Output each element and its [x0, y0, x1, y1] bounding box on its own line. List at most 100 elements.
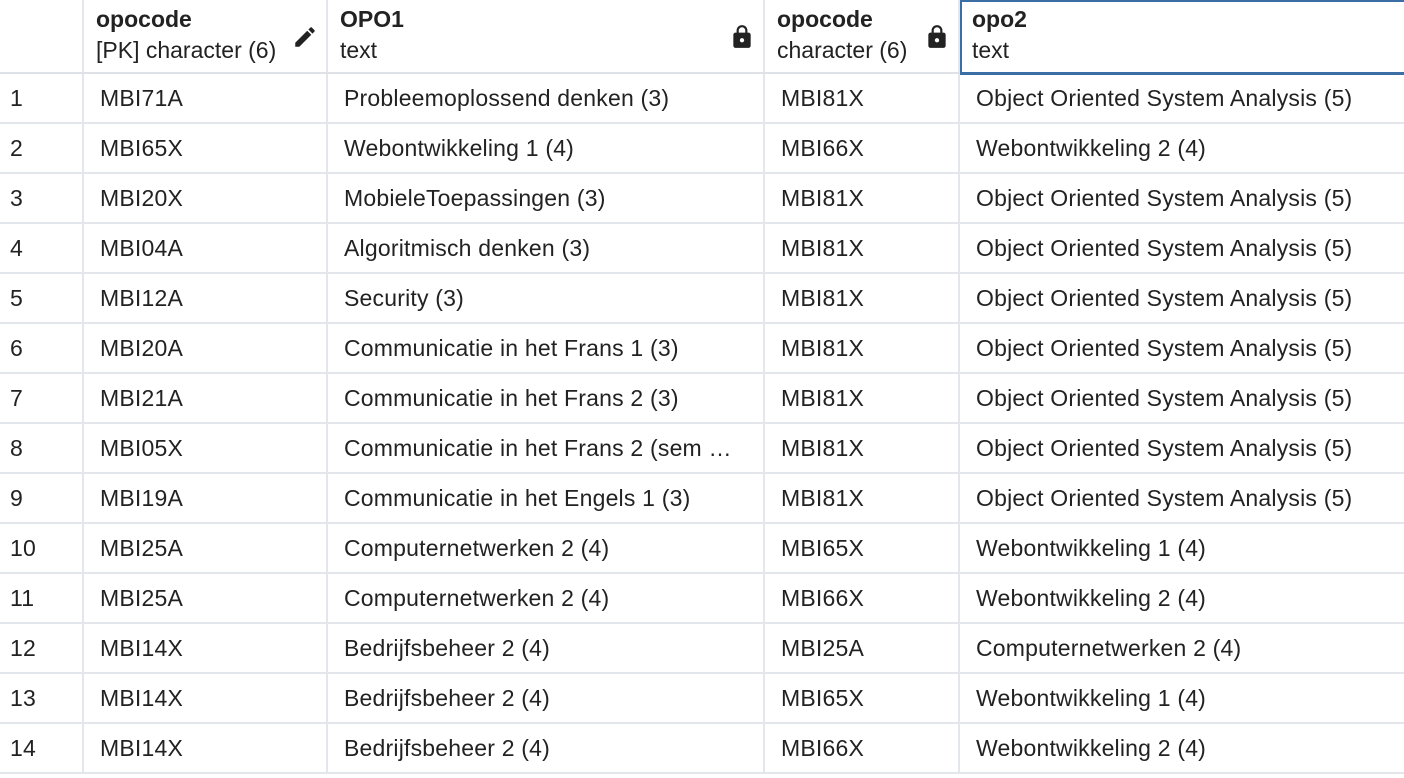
cell-opo2[interactable]: Webontwikkeling 2 (4)	[976, 135, 1207, 161]
lock-icon	[733, 25, 751, 48]
cell-opo1[interactable]: MobieleToepassingen (3)	[328, 174, 765, 222]
cell-opocode[interactable]: MBI14X	[84, 624, 328, 672]
cell-opo2[interactable]: Webontwikkeling 1 (4)	[976, 685, 1207, 711]
cell-opocode[interactable]: MBI25A	[84, 574, 328, 622]
cell-opocode[interactable]: MBI14X	[84, 724, 328, 772]
cell-opo1[interactable]: Webontwikkeling 1 (4)	[328, 124, 765, 172]
cell-opo1[interactable]: Communicatie in het Engels 1 (3)	[328, 474, 765, 522]
cell-opocode-2[interactable]: MBI65X	[765, 524, 960, 572]
cell-opo2[interactable]: Object Oriented System Analysis (5)	[976, 485, 1353, 511]
column-header-opocode-2[interactable]: opocode character (6)	[765, 0, 960, 72]
cell-opo2[interactable]: Object Oriented System Analysis (5)	[976, 385, 1353, 411]
row-number[interactable]: 5	[0, 274, 84, 322]
cell-opo2[interactable]: Object Oriented System Analysis (5)	[976, 185, 1353, 211]
lock-icon	[928, 25, 946, 48]
row-number[interactable]: 3	[0, 174, 84, 222]
cell-opo2[interactable]: Webontwikkeling 1 (4)	[976, 535, 1207, 561]
cell-opocode-2[interactable]: MBI81X	[765, 74, 960, 122]
column-name: opo2	[972, 6, 1027, 32]
cell-opo2[interactable]: Webontwikkeling 2 (4)	[976, 585, 1207, 611]
cell-opocode-2[interactable]: MBI66X	[765, 724, 960, 772]
column-type: [PK] character (6)	[96, 37, 277, 63]
cell-opo1[interactable]: Algoritmisch denken (3)	[328, 224, 765, 272]
cell-opo1[interactable]: Communicatie in het Frans 2 (3)	[328, 374, 765, 422]
cell-opo1[interactable]: Communicatie in het Frans 1 (3)	[328, 324, 765, 372]
cell-opo2[interactable]: Object Oriented System Analysis (5)	[976, 85, 1353, 111]
cell-opocode-2[interactable]: MBI66X	[765, 124, 960, 172]
cell-opo1[interactable]: Communicatie in het Frans 2 (sem …	[328, 424, 765, 472]
pencil-icon	[295, 27, 315, 47]
row-number[interactable]: 2	[0, 124, 84, 172]
row-number[interactable]: 10	[0, 524, 84, 572]
cell-opocode-2[interactable]: MBI81X	[765, 174, 960, 222]
row-number[interactable]: 8	[0, 424, 84, 472]
cell-opocode[interactable]: MBI21A	[84, 374, 328, 422]
cell-opocode-2[interactable]: MBI81X	[765, 474, 960, 522]
column-header-opo1[interactable]: OPO1 text	[328, 0, 765, 72]
cell-opocode[interactable]: MBI25A	[84, 524, 328, 572]
cell-opo2[interactable]: Webontwikkeling 2 (4)	[976, 735, 1207, 761]
cell-opocode-2[interactable]: MBI81X	[765, 424, 960, 472]
row-number[interactable]: 13	[0, 674, 84, 722]
column-name: opocode	[777, 6, 873, 32]
cell-opo1[interactable]: Bedrijfsbeheer 2 (4)	[328, 674, 765, 722]
cell-opocode[interactable]: MBI20X	[84, 174, 328, 222]
cell-opo2[interactable]: Object Oriented System Analysis (5)	[976, 285, 1353, 311]
cell-opo1[interactable]: Computernetwerken 2 (4)	[328, 524, 765, 572]
cell-opocode-2[interactable]: MBI81X	[765, 324, 960, 372]
cell-opo1[interactable]: Security (3)	[328, 274, 765, 322]
row-number-header[interactable]	[0, 0, 84, 72]
cell-opo2[interactable]: Object Oriented System Analysis (5)	[976, 335, 1353, 361]
cell-opocode[interactable]: MBI05X	[84, 424, 328, 472]
column-header-opo2[interactable]: opo2 text	[960, 0, 1404, 75]
row-number[interactable]: 12	[0, 624, 84, 672]
cell-opocode[interactable]: MBI14X	[84, 674, 328, 722]
cell-opocode[interactable]: MBI12A	[84, 274, 328, 322]
row-number[interactable]: 4	[0, 224, 84, 272]
column-type: character (6)	[777, 37, 908, 63]
row-number[interactable]: 6	[0, 324, 84, 372]
cell-opo2[interactable]: Computernetwerken 2 (4)	[976, 635, 1242, 661]
cell-opocode-2[interactable]: MBI25A	[765, 624, 960, 672]
cell-opo2[interactable]: Object Oriented System Analysis (5)	[976, 435, 1353, 461]
row-number[interactable]: 14	[0, 724, 84, 772]
row-number[interactable]: 7	[0, 374, 84, 422]
cell-opo1[interactable]: Bedrijfsbeheer 2 (4)	[328, 624, 765, 672]
cell-opocode[interactable]: MBI71A	[84, 74, 328, 122]
column-type: text	[340, 37, 378, 63]
cell-opocode[interactable]: MBI20A	[84, 324, 328, 372]
cell-opo1[interactable]: Probleemoplossend denken (3)	[328, 74, 765, 122]
column-header-opocode[interactable]: opocode [PK] character (6)	[84, 0, 328, 72]
cell-opocode[interactable]: MBI65X	[84, 124, 328, 172]
row-number[interactable]: 1	[0, 74, 84, 122]
cell-opo2[interactable]: Object Oriented System Analysis (5)	[976, 235, 1353, 261]
column-name: OPO1	[340, 6, 404, 32]
cell-opocode-2[interactable]: MBI65X	[765, 674, 960, 722]
row-number[interactable]: 9	[0, 474, 84, 522]
cell-opocode[interactable]: MBI19A	[84, 474, 328, 522]
cell-opocode-2[interactable]: MBI81X	[765, 224, 960, 272]
column-name: opocode	[96, 6, 192, 32]
cell-opo1[interactable]: Bedrijfsbeheer 2 (4)	[328, 724, 765, 772]
cell-opocode-2[interactable]: MBI66X	[765, 574, 960, 622]
cell-opocode[interactable]: MBI04A	[84, 224, 328, 272]
cell-opocode-2[interactable]: MBI81X	[765, 274, 960, 322]
cell-opocode-2[interactable]: MBI81X	[765, 374, 960, 422]
cell-opo1[interactable]: Computernetwerken 2 (4)	[328, 574, 765, 622]
row-number[interactable]: 11	[0, 574, 84, 622]
